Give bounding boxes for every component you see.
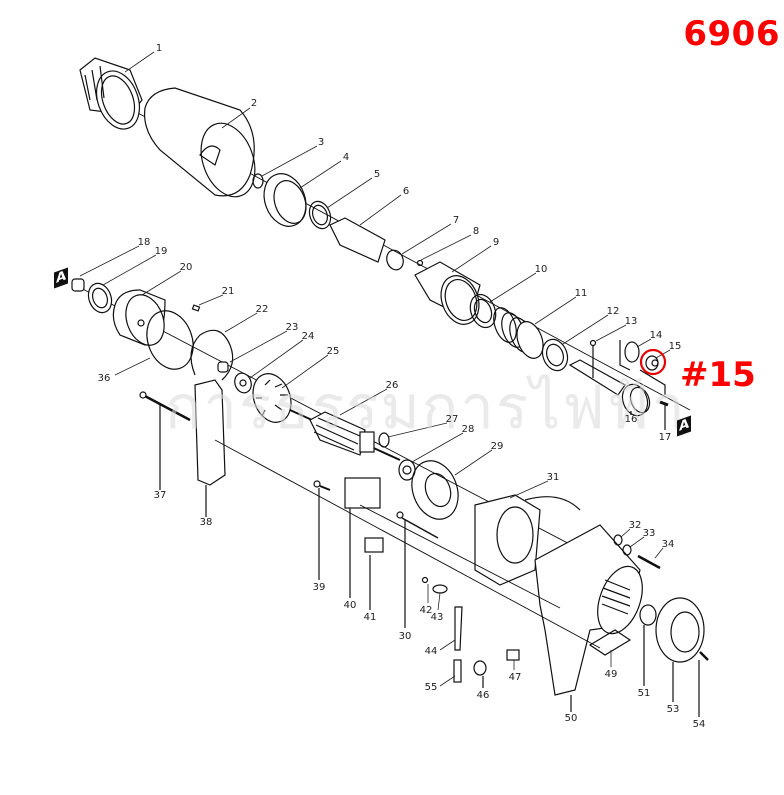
part-label-16: 16: [624, 414, 638, 425]
part-label-10: 10: [534, 264, 548, 275]
part-2-housing: [143, 87, 256, 198]
part-label-3: 3: [317, 137, 325, 148]
part-label-39: 39: [312, 582, 326, 593]
part-label-15: 15: [668, 341, 682, 352]
part-label-22: 22: [255, 304, 269, 315]
part-label-9: 9: [492, 237, 500, 248]
part-label-5: 5: [373, 169, 381, 180]
part-label-14: 14: [649, 330, 663, 341]
part-label-26: 26: [385, 380, 399, 391]
part-label-27: 27: [445, 414, 459, 425]
part-5-washer: [308, 200, 332, 230]
part-label-47: 47: [508, 672, 522, 683]
part-3-ring: [252, 173, 264, 189]
part-label-8: 8: [472, 226, 480, 237]
part-label-33: 33: [642, 528, 656, 539]
part-label-28: 28: [461, 424, 475, 435]
part-label-11: 11: [574, 288, 588, 299]
part-label-40: 40: [343, 600, 357, 611]
part-label-23: 23: [285, 322, 299, 333]
part-label-43: 43: [430, 612, 444, 623]
part-label-13: 13: [624, 316, 638, 327]
part-label-18: 18: [137, 237, 151, 248]
part-label-50: 50: [564, 713, 578, 724]
part-4-ring: [263, 173, 307, 227]
part-label-12: 12: [606, 306, 620, 317]
part-label-24: 24: [301, 331, 315, 342]
part-label-53: 53: [666, 704, 680, 715]
part-label-7: 7: [452, 215, 460, 226]
part-label-41: 41: [363, 612, 377, 623]
part-label-31: 31: [546, 472, 560, 483]
model-number: 6906: [683, 14, 780, 54]
part-14-gear: [624, 341, 640, 363]
part-label-20: 20: [179, 262, 193, 273]
part-label-49: 49: [604, 669, 618, 680]
part-53-cover: [655, 597, 705, 663]
part-label-46: 46: [476, 690, 490, 701]
part-26-armature: [289, 409, 401, 461]
part-label-55: 55: [424, 682, 438, 693]
part-40-switch: [344, 477, 381, 509]
part-label-1: 1: [155, 43, 163, 54]
part-label-19: 19: [154, 246, 168, 257]
part-9-sleeve: [414, 261, 481, 325]
part-label-51: 51: [637, 688, 651, 699]
part-label-21: 21: [221, 286, 235, 297]
part-11-spring: [493, 307, 544, 359]
part-15-bearing: [645, 355, 659, 371]
part-label-2: 2: [250, 98, 258, 109]
leader-lines: [79, 51, 671, 687]
part-label-34: 34: [661, 539, 675, 550]
part-6-spindle: [329, 217, 386, 263]
part-label-17: 17: [658, 432, 672, 443]
part-50-housing: [534, 524, 643, 712]
part-label-38: 38: [199, 517, 213, 528]
part-label-30: 30: [398, 631, 412, 642]
part-label-42: 42: [419, 605, 433, 616]
part-label-6: 6: [402, 186, 410, 197]
part-label-32: 32: [628, 520, 642, 531]
part-label-4: 4: [342, 152, 350, 163]
part-label-54: 54: [692, 719, 706, 730]
part-25-fan: [252, 373, 292, 423]
part-1-nozzle: [79, 57, 143, 130]
part-label-44: 44: [424, 646, 438, 657]
part-38-handle: [194, 379, 226, 486]
part-label-37: 37: [153, 490, 167, 501]
part-31-stator: [474, 494, 581, 586]
part-label-25: 25: [326, 346, 340, 357]
part-label-36: 36: [97, 373, 111, 384]
highlight-circle: [639, 348, 667, 376]
part-label-29: 29: [490, 441, 504, 452]
highlighted-part-label: #15: [680, 355, 756, 395]
part-20-housing: [112, 289, 166, 346]
